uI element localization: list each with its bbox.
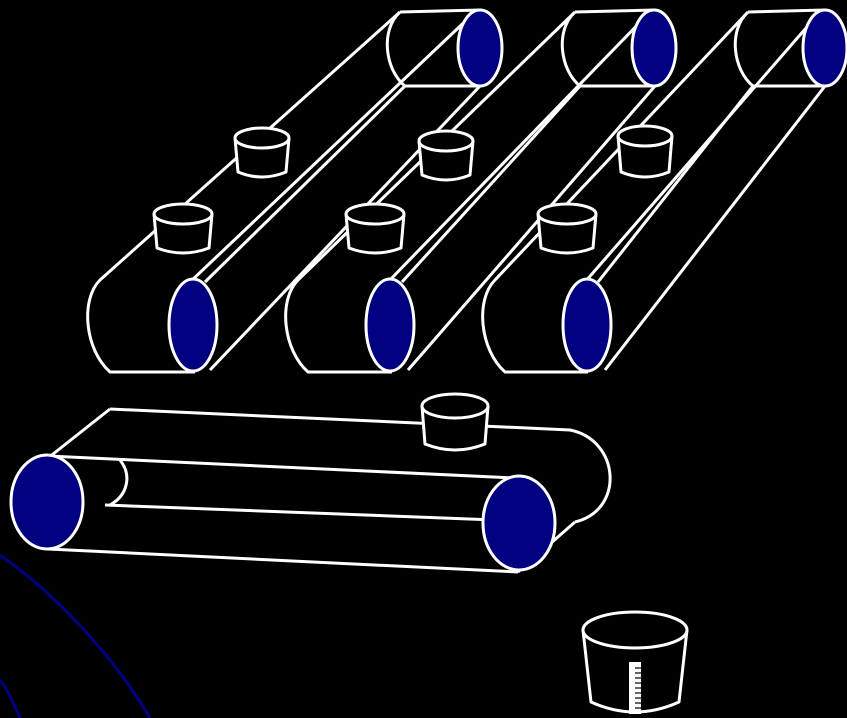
- conveyor-1-back-roller: [456, 8, 504, 88]
- cup-1-1: [233, 126, 291, 179]
- conveyor-2-back-roller: [630, 8, 678, 88]
- measuring-scale-ticks: [635, 667, 641, 709]
- decorative-curve: [0, 553, 152, 718]
- conveyor-3-back-roller: [801, 8, 847, 88]
- cup-3-2: [536, 202, 598, 255]
- cup-3-1: [616, 124, 674, 179]
- cup-2-2: [344, 202, 406, 255]
- measuring-cup: [581, 610, 689, 714]
- horizontal-conveyor-right-roller: [481, 474, 557, 572]
- conveyor-1-front-roller: [167, 277, 219, 373]
- conveyor-1-back-end: [399, 8, 481, 14]
- horizontal-conveyor: [9, 407, 612, 574]
- cup-horizontal: [420, 392, 490, 452]
- diagonal-conveyor-1: [86, 8, 504, 374]
- diagonal-conveyor-2: [284, 8, 678, 374]
- conveyor-3-front-roller: [561, 277, 613, 373]
- horizontal-conveyor-left-roller: [9, 453, 85, 551]
- diagonal-conveyor-3: [481, 8, 847, 374]
- conveyor-2-front-roller: [364, 277, 416, 373]
- conveyor-1-outer-side: [86, 10, 401, 374]
- cup-2-1: [417, 129, 475, 182]
- belt-cups: [152, 124, 674, 255]
- cup-1-2: [152, 202, 214, 255]
